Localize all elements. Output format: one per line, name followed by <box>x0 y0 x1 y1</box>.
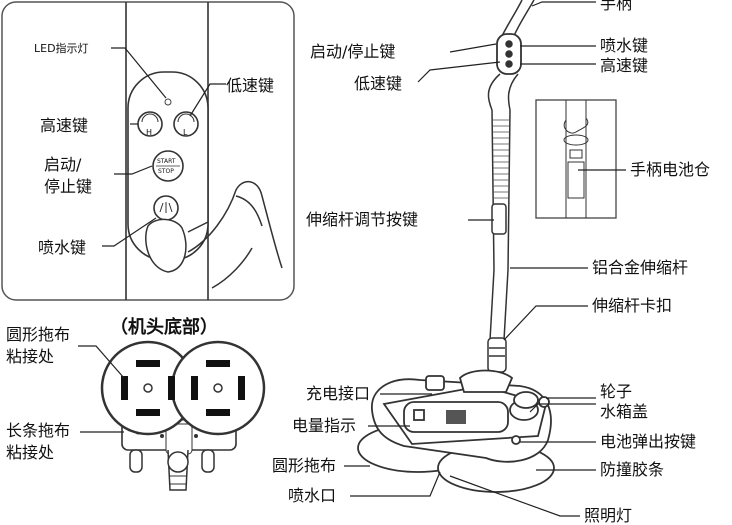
l-button-text: L <box>183 128 188 137</box>
pole-clip-label: 伸缩杆卡扣 <box>592 296 673 315</box>
main-start-stop-label: 启动/停止键 <box>310 42 396 61</box>
tank-cap-label: 水箱盖 <box>600 402 649 421</box>
head-bottom-view <box>100 340 266 491</box>
high-speed-label: 高速键 <box>40 116 89 135</box>
led-indicator <box>164 98 172 106</box>
led-indicator-label: LED指示灯 <box>34 42 89 55</box>
main-low-speed-label: 低速键 <box>354 74 403 93</box>
head-bottom-leaders <box>78 345 125 433</box>
head-bottom-title: （机头底部） <box>110 317 218 338</box>
aluminum-pole-label: 铝合金伸缩杆 <box>592 258 689 277</box>
wheel-label: 轮子 <box>600 382 633 401</box>
round-pad-label: 圆形拖布 粘接处 <box>6 325 71 366</box>
strip-pad-label: 长条拖布 粘接处 <box>6 421 71 462</box>
low-speed-label: 低速键 <box>226 76 275 95</box>
light-label: 照明灯 <box>584 506 633 525</box>
mop-head <box>357 369 555 493</box>
main-high-speed-label: 高速键 <box>600 56 649 75</box>
charge-port-label: 充电接口 <box>306 384 371 403</box>
telescopic-button-label: 伸缩杆调节按键 <box>306 210 419 229</box>
start-stop-label: 启动/ 停止键 <box>44 155 93 196</box>
spray-label: 喷水键 <box>38 238 87 257</box>
stop-button-text: STOP <box>158 168 174 175</box>
handle-label: 手柄 <box>600 0 633 13</box>
bumper-label: 防撞胶条 <box>600 460 665 479</box>
battery-compartment-label: 手柄电池仓 <box>630 160 711 179</box>
round-mop-label: 圆形拖布 <box>272 456 337 475</box>
main-spray-label: 喷水键 <box>600 36 649 55</box>
inset-leaders <box>102 47 226 247</box>
start-button-text: START <box>157 158 176 165</box>
main-leaders <box>344 1 626 517</box>
battery-indicator-label: 电量指示 <box>292 416 357 435</box>
h-button-text: H <box>146 128 153 137</box>
low-speed-button <box>173 111 199 137</box>
spray-button <box>153 195 179 221</box>
hand-outline <box>145 181 283 289</box>
spray-nozzle-label: 喷水口 <box>288 486 337 505</box>
battery-inset <box>535 99 617 219</box>
battery-eject-label: 电池弹出按键 <box>600 432 697 451</box>
